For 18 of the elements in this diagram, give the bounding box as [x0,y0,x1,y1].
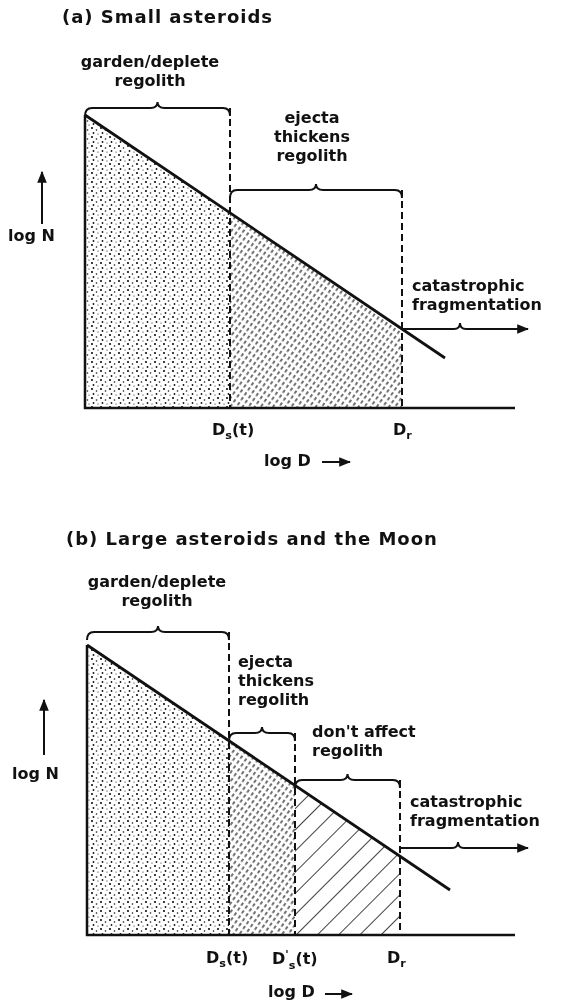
axis-label: D$_{s}$(t) [206,948,249,971]
axis-label: log N [12,764,59,784]
axis-label: catastrophic fragmentation [412,276,543,315]
axis-label: D$_{r}$ [387,948,406,971]
axis-label: log N [8,226,55,246]
axis-label: garden/deplete regolith [86,572,228,611]
axis-label: log D [264,451,311,471]
axis-label: log D [268,982,315,1002]
axis-label: catastrophic fragmentation [410,792,541,831]
axis-label: D$^{'}$$_{s}$(t) [272,948,318,972]
axis-label: ejecta thickens regolith [238,652,315,710]
axis-label: D$_{s}$(t) [212,420,255,443]
axis-label: garden/deplete regolith [79,52,221,91]
axis-label: D$_{r}$ [393,420,412,443]
axis-label: ejecta thickens regolith [273,108,351,166]
axis-label: don't affect regolith [312,722,417,761]
panel-title: (b) Large asteroids and the Moon [66,528,438,550]
panel-title: (a) Small asteroids [62,6,274,28]
